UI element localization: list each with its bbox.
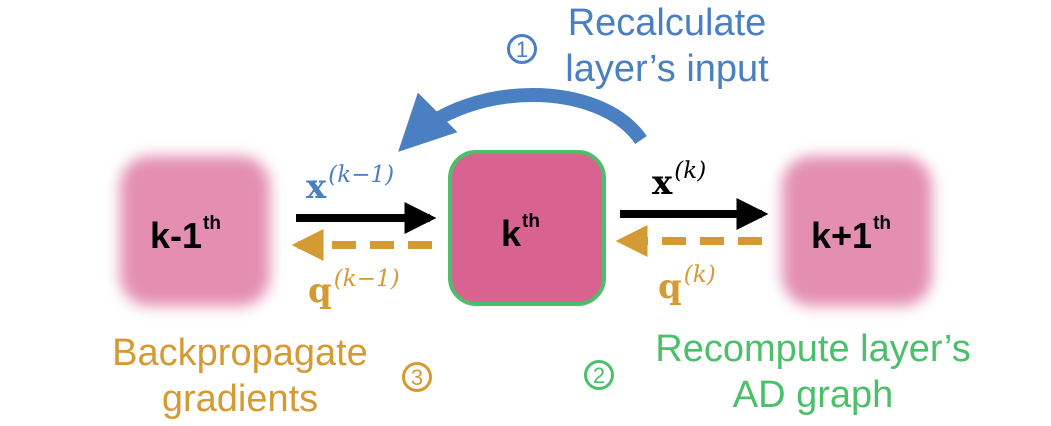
block-prev-background — [120, 156, 270, 306]
block-current-label: kth — [501, 211, 540, 254]
step-2-caption: Recompute layer’s AD graph — [655, 328, 971, 416]
step-3-number-badge: 3 — [402, 362, 432, 392]
recalculate-arrow — [398, 88, 647, 152]
block-prev-label: k-1th — [150, 213, 221, 256]
step-3-caption: Backpropagate gradients — [112, 332, 368, 420]
block-current — [448, 150, 606, 306]
x-curr-label: x(k) — [652, 158, 707, 203]
step-1-number-badge: 1 — [507, 34, 537, 64]
step-1-caption: Recalculate layer’s input — [565, 2, 769, 90]
step-2-number-badge: 2 — [584, 360, 614, 390]
x-prev-label: x(k−1) — [306, 162, 395, 207]
q-curr-label: q(k) — [658, 262, 716, 307]
q-prev-label: q(k−1) — [308, 266, 400, 311]
block-next-background — [782, 156, 932, 306]
block-next-label: k+1th — [811, 213, 892, 256]
